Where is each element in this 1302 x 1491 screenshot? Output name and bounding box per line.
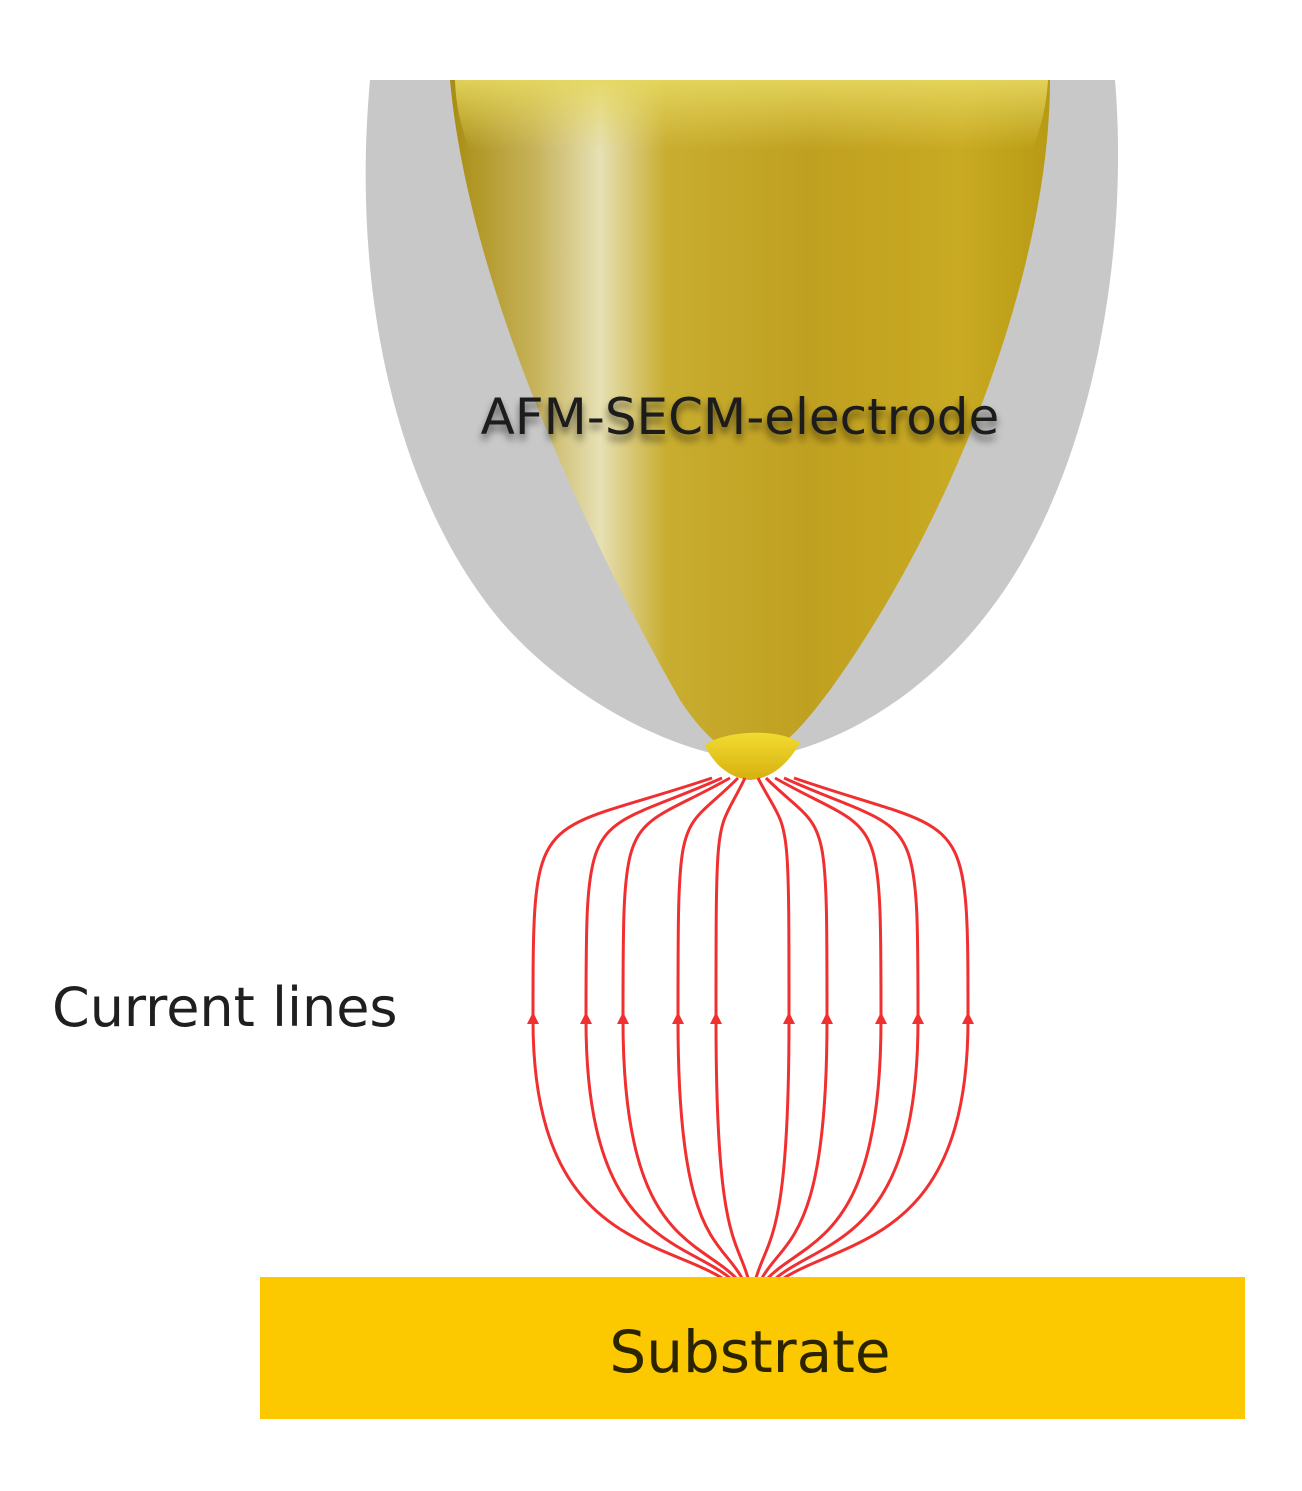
current-arrow bbox=[710, 1012, 722, 1024]
current-arrow bbox=[912, 1012, 924, 1024]
current-arrow bbox=[821, 1012, 833, 1024]
current-arrow bbox=[783, 1012, 795, 1024]
current-arrow bbox=[527, 1012, 539, 1024]
current-arrow bbox=[672, 1012, 684, 1024]
current-line bbox=[714, 777, 750, 1279]
current-line bbox=[676, 776, 744, 1279]
current-line bbox=[584, 776, 731, 1280]
current-line bbox=[760, 776, 829, 1279]
current-arrow bbox=[875, 1012, 887, 1024]
electrode-body bbox=[450, 80, 1050, 760]
current-lines bbox=[527, 776, 974, 1280]
current-arrow bbox=[580, 1012, 592, 1024]
electrode-tip bbox=[705, 732, 800, 780]
substrate-label: Substrate bbox=[609, 1318, 890, 1386]
electrode-top-highlight bbox=[455, 80, 1048, 150]
substrate bbox=[260, 1277, 1245, 1419]
current-line bbox=[766, 776, 883, 1280]
current-arrow bbox=[962, 1012, 974, 1024]
current-lines-label: Current lines bbox=[52, 976, 398, 1039]
current-line bbox=[754, 777, 791, 1279]
electrode-label: AFM-SECM-electrode bbox=[481, 388, 1000, 446]
current-arrow bbox=[617, 1012, 629, 1024]
